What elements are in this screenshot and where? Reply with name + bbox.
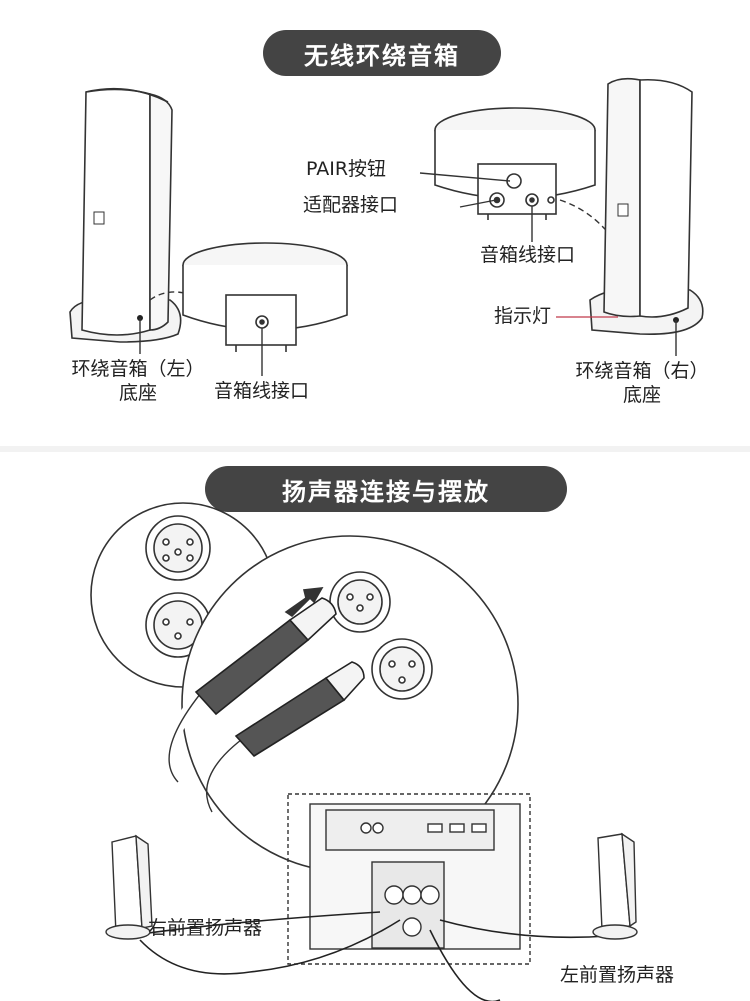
indicator-light-label: 指示灯 [494, 305, 552, 327]
xlr-cables [163, 597, 365, 813]
section-title-wireless-surround: 无线环绕音箱 [263, 30, 501, 76]
pair-button-label: PAIR按钮 [306, 158, 387, 180]
left-tower-speaker [69, 87, 182, 354]
left-surround-label-line2: 底座 [118, 381, 157, 404]
right-front-speaker [105, 834, 153, 940]
left-front-speaker-label: 左前置扬声器 [560, 964, 675, 986]
av-receiver-rear-panel [287, 793, 531, 965]
left-surround-label-line1: 环绕音箱（左） [71, 358, 205, 380]
speaker-cable-port-left-label: 音箱线接口 [214, 380, 310, 402]
right-wireless-receiver [419, 107, 596, 242]
section-divider [0, 446, 750, 454]
adapter-port-label: 适配器接口 [303, 194, 399, 216]
connector-detail-circle-large [181, 535, 519, 873]
wireless-surround-section: 无线环绕音箱 [0, 0, 750, 452]
right-surround-label-line1: 环绕音箱（右） [575, 360, 709, 382]
right-surround-label-line2: 底座 [622, 383, 661, 406]
surround-speakers-illustration [69, 77, 704, 376]
right-surround-base-label: 环绕音箱（右） 底座 [552, 360, 732, 408]
left-front-speaker [592, 832, 638, 940]
speaker-cable-port-right-label: 音箱线接口 [480, 244, 576, 266]
right-tower-speaker [556, 77, 704, 356]
front-speaker-cables [127, 911, 609, 1001]
right-front-speaker-label: 右前置扬声器 [148, 917, 263, 939]
speaker-connection-section: 扬声器连接与摆放 [0, 452, 750, 1001]
left-surround-base-label: 环绕音箱（左） 底座 [48, 358, 228, 406]
section-title-speaker-connection: 扬声器连接与摆放 [205, 466, 567, 512]
speaker-connection-illustration [90, 502, 638, 1001]
left-wireless-receiver [182, 242, 348, 376]
